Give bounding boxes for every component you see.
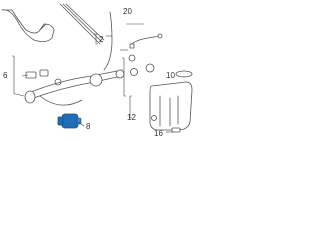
reservoir-connectors [151,115,181,133]
wiper-arm [1,9,55,42]
callout-10: 10 [166,71,175,80]
callout-6: 6 [3,71,8,80]
washer-reservoir [149,81,193,131]
callout-12: 12 [127,113,136,122]
bracket-clip [25,69,49,79]
parts-diagram: 20 2 6 8 10 12 16 [1,3,193,138]
wiper-motor [57,113,82,129]
leader-lines [21,23,174,133]
callout-8: 8 [86,122,91,131]
washer-fittings [128,33,163,76]
callout-20: 20 [123,7,132,16]
callout-brackets [12,33,132,119]
reservoir-cap [175,70,193,78]
washer-hose [103,11,113,71]
callout-ticks [15,35,128,97]
callout-16: 16 [154,129,163,138]
wiper-blade [59,3,105,45]
callout-2: 2 [99,35,104,44]
